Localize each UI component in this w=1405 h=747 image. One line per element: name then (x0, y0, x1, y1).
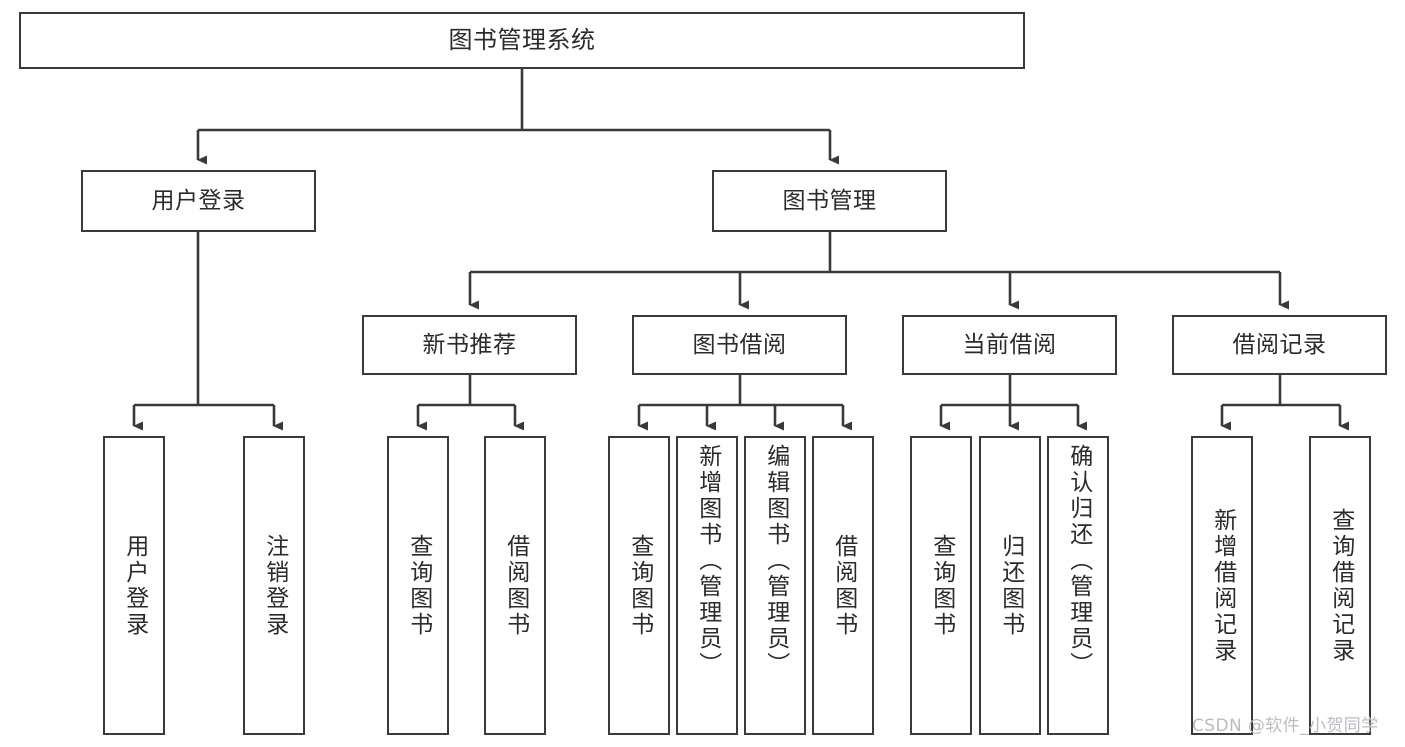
node-label: 图书借阅 (692, 331, 787, 358)
node-label: 注销登录 (261, 533, 288, 638)
leaf-borrow-book[interactable]: 借阅图书 (812, 436, 874, 735)
node-label: 当前借阅 (962, 331, 1057, 358)
node-label: 新增图书（管理员） (694, 444, 721, 678)
node-root-book-management-system[interactable]: 图书管理系统 (19, 12, 1025, 69)
leaf-user-login[interactable]: 用户登录 (103, 436, 165, 735)
node-label: 确认归还（管理员） (1065, 444, 1092, 678)
node-label: 编辑图书（管理员） (762, 444, 789, 678)
node-label: 新书推荐 (422, 331, 517, 358)
leaf-confirm-return-admin[interactable]: 确认归还（管理员） (1047, 436, 1109, 735)
node-label: 图书管理系统 (448, 25, 596, 54)
node-label: 用户登录 (151, 187, 246, 214)
leaf-query-book-borrow[interactable]: 查询图书 (608, 436, 670, 735)
leaf-return-book[interactable]: 归还图书 (979, 436, 1041, 735)
node-label: 查询图书 (626, 533, 653, 638)
node-borrow-record[interactable]: 借阅记录 (1172, 315, 1387, 375)
node-label: 用户登录 (121, 533, 148, 638)
node-label: 归还图书 (997, 533, 1024, 638)
node-user-login[interactable]: 用户登录 (81, 170, 316, 232)
node-label: 新增借阅记录 (1209, 507, 1236, 664)
node-label: 查询借阅记录 (1327, 507, 1354, 664)
leaf-query-borrow-record[interactable]: 查询借阅记录 (1309, 436, 1371, 735)
node-current-borrow[interactable]: 当前借阅 (902, 315, 1117, 375)
node-label: 查询图书 (928, 533, 955, 638)
leaf-query-book-recommend[interactable]: 查询图书 (387, 436, 449, 735)
node-label: 借阅图书 (830, 533, 857, 638)
leaf-add-borrow-record[interactable]: 新增借阅记录 (1191, 436, 1253, 735)
node-book-manage[interactable]: 图书管理 (712, 170, 947, 232)
leaf-borrow-book-recommend[interactable]: 借阅图书 (484, 436, 546, 735)
leaf-query-book-current[interactable]: 查询图书 (910, 436, 972, 735)
node-label: 图书管理 (782, 187, 877, 214)
node-label: 查询图书 (405, 533, 432, 638)
node-new-book-recommend[interactable]: 新书推荐 (362, 315, 577, 375)
leaf-edit-book-admin[interactable]: 编辑图书（管理员） (744, 436, 806, 735)
leaf-logout-login[interactable]: 注销登录 (243, 436, 305, 735)
leaf-add-book-admin[interactable]: 新增图书（管理员） (676, 436, 738, 735)
node-book-borrow[interactable]: 图书借阅 (632, 315, 847, 375)
csdn-watermark: CSDN @软件_小贺同学 (1192, 716, 1379, 736)
node-label: 借阅记录 (1232, 331, 1327, 358)
node-label: 借阅图书 (502, 533, 529, 638)
